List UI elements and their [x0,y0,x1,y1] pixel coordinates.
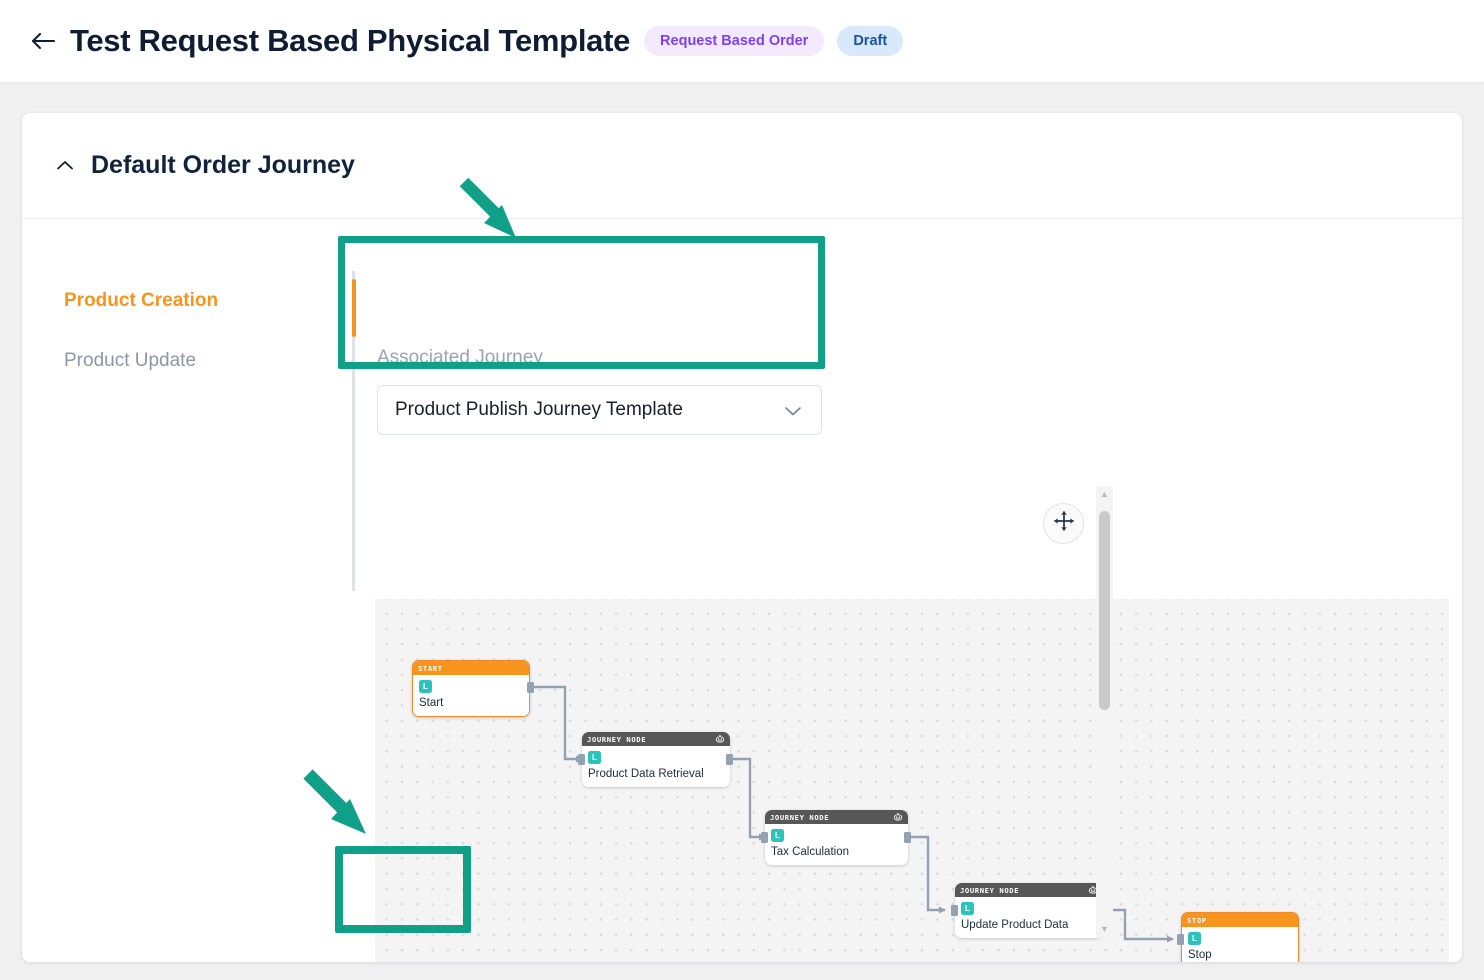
tab-product-update-label: Product Update [64,350,197,371]
flow-node-update-product-data[interactable]: JOURNEY NODE L Update Pr [955,883,1103,938]
scrollbar-track[interactable] [1096,503,1113,921]
node-output-port[interactable] [726,754,733,765]
node-input-port[interactable] [1177,934,1184,945]
canvas-vertical-scrollbar[interactable]: ▲ ▼ [1096,486,1113,938]
associated-journey-select[interactable]: Product Publish Journey Template [377,385,822,435]
journey-flow-canvas[interactable]: START L Start JOURNEY NODE [375,599,1449,962]
robot-icon [715,734,725,744]
flow-node-kind: STOP [1187,915,1207,925]
flow-node-stop[interactable]: STOP L Stop [1181,912,1299,962]
flow-node-title: Start [419,697,444,709]
tab-active-indicator [352,279,356,337]
flow-node-header: STOP [1182,913,1298,927]
card-title: Default Order Journey [91,151,355,179]
node-input-port[interactable] [578,754,585,765]
flow-node-body: L Tax Calculation [765,824,908,865]
node-language-badge: L [419,680,432,693]
flow-node-body: L Stop [1182,927,1298,962]
flow-node-kind: JOURNEY NODE [770,812,830,822]
node-input-port[interactable] [951,905,958,916]
journey-tab-rail: Product Creation Product Update [22,219,334,391]
flow-node-kind: JOURNEY NODE [960,885,1020,895]
flow-node-header: JOURNEY NODE [765,810,908,824]
chevron-up-icon[interactable] [55,156,75,176]
back-arrow-icon[interactable] [26,24,60,58]
flow-node-body: L Update Product Data [955,897,1103,938]
flow-node-header: START [413,661,529,675]
page-header: Test Request Based Physical Template Req… [0,0,1484,82]
node-output-port[interactable] [904,832,911,843]
associated-journey-field: Associated Journey Product Publish Journ… [377,347,835,435]
tab-product-creation-label: Product Creation [64,290,219,311]
page-title: Test Request Based Physical Template [70,23,631,58]
flow-node-title: Update Product Data [961,919,1069,931]
flow-node-title: Stop [1188,949,1212,961]
node-output-port[interactable] [527,682,534,693]
move-arrows-icon [1053,510,1075,537]
card-body: Product Creation Product Update Associat… [22,219,1462,962]
node-input-port[interactable] [761,832,768,843]
scroll-up-arrow-icon[interactable]: ▲ [1100,489,1109,499]
flow-node-product-data-retrieval[interactable]: JOURNEY NODE L Product D [582,732,730,787]
flow-node-header: JOURNEY NODE [582,732,730,746]
flow-node-title: Tax Calculation [771,846,849,858]
flow-node-title: Product Data Retrieval [588,768,704,780]
flow-node-start[interactable]: START L Start [412,660,530,717]
node-language-badge: L [1188,932,1201,945]
node-language-badge: L [588,751,601,764]
flow-connectors [534,685,1174,943]
robot-icon [893,812,903,822]
chevron-down-icon[interactable] [783,404,803,417]
flow-node-kind: START [418,663,443,673]
card-header[interactable]: Default Order Journey [22,113,1462,219]
flow-node-tax-calculation[interactable]: JOURNEY NODE L Tax Calcu [765,810,908,865]
flow-node-kind: JOURNEY NODE [587,734,647,744]
node-language-badge: L [961,902,974,915]
flow-node-header: JOURNEY NODE [955,883,1103,897]
status-badge: Draft [837,26,904,56]
tab-product-creation[interactable]: Product Creation [22,271,334,331]
scroll-down-arrow-icon[interactable]: ▼ [1100,924,1109,934]
associated-journey-label: Associated Journey [377,347,543,368]
scrollbar-thumb[interactable] [1099,511,1110,710]
pan-tool-button[interactable] [1043,503,1084,544]
associated-journey-value: Product Publish Journey Template [395,399,683,420]
node-language-badge: L [771,829,784,842]
flow-node-body: L Product Data Retrieval [582,746,730,787]
template-type-badge: Request Based Order [644,26,825,56]
default-order-journey-card: Default Order Journey Product Creation P… [22,113,1462,962]
flow-node-body: L Start [413,675,529,716]
tab-rail-divider [352,271,355,591]
tab-product-update[interactable]: Product Update [22,331,334,391]
